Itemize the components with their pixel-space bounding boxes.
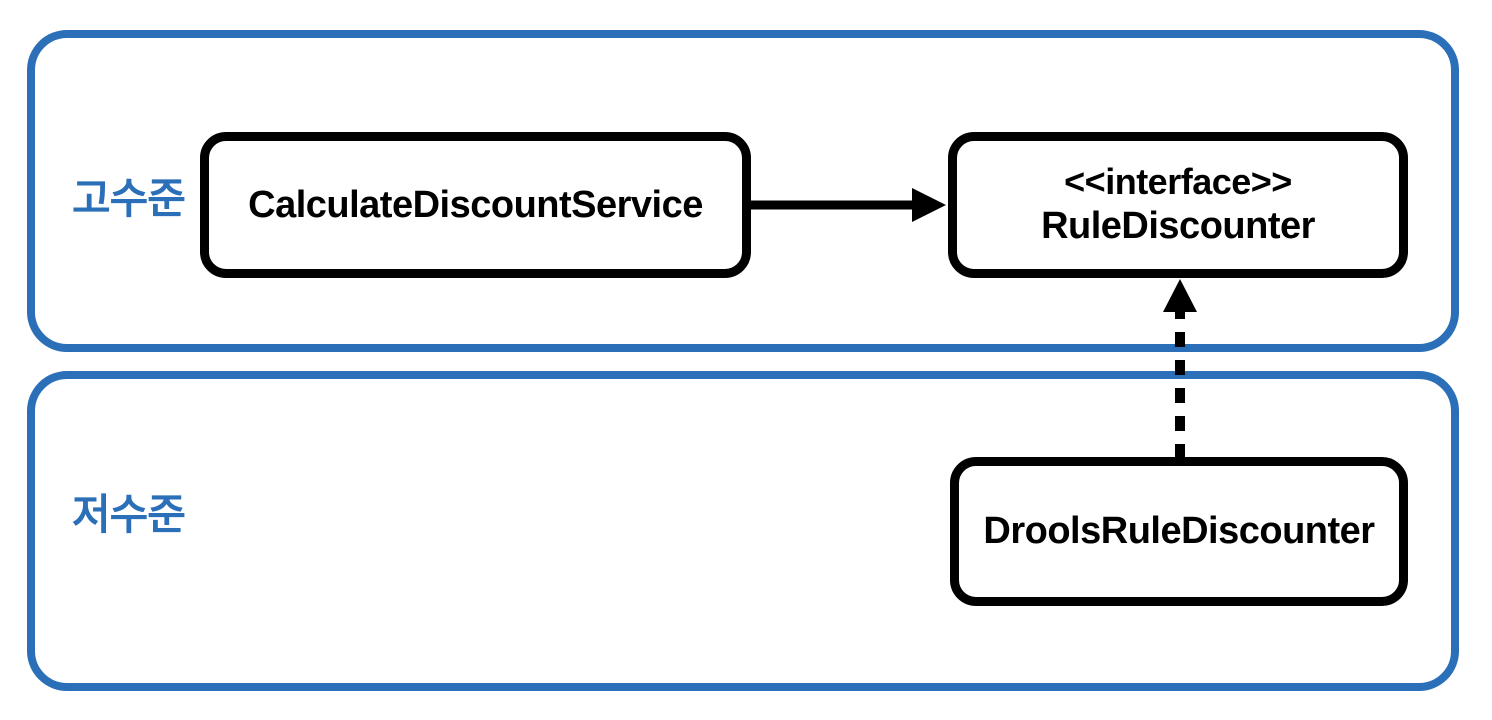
node-calculate-discount-service: CalculateDiscountService xyxy=(200,132,751,278)
node-calculate-discount-service-label: CalculateDiscountService xyxy=(248,183,703,226)
interface-stereotype-label: <<interface>> xyxy=(1064,161,1292,203)
node-drools-rule-discounter: DroolsRuleDiscounter xyxy=(950,457,1408,606)
node-rule-discounter-label: RuleDiscounter xyxy=(1041,204,1315,247)
high-level-layer-label: 고수준 xyxy=(72,175,186,222)
low-level-layer-label: 저수준 xyxy=(72,491,186,538)
node-drools-rule-discounter-label: DroolsRuleDiscounter xyxy=(983,510,1375,553)
node-rule-discounter-interface: <<interface>> RuleDiscounter xyxy=(948,132,1408,278)
